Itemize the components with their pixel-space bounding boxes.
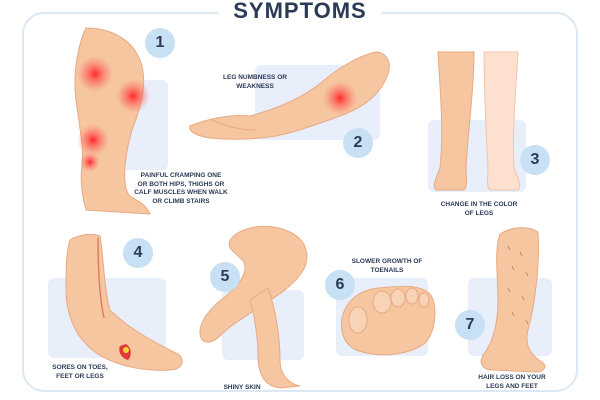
pain-point-knee xyxy=(77,124,109,156)
symptom-number-6: 6 xyxy=(325,270,355,300)
leg-numbness-icon xyxy=(189,51,390,140)
shiny-skin-legs-icon xyxy=(199,226,308,389)
toenails-icon xyxy=(341,285,436,356)
page-title: SYMPTOMS xyxy=(0,0,600,24)
pain-point-thigh xyxy=(116,79,150,113)
symptom-number-4: 4 xyxy=(123,238,153,268)
caption-symptom-2: LEG NUMBNESS OR WEAKNESS xyxy=(223,74,287,90)
caption-symptom-4: SORES ON TOES, FEET OR LEGS xyxy=(52,364,108,380)
symptom-number-3: 3 xyxy=(520,145,550,175)
leg-hair xyxy=(507,245,529,325)
caption-symptom-6: SLOWER GROWTH OF TOENAILS xyxy=(351,258,423,274)
symptom-number-7: 7 xyxy=(455,310,485,340)
pain-point-calf xyxy=(80,152,100,172)
caption-symptom-5: SHINY SKIN xyxy=(223,384,261,391)
pain-point-hip xyxy=(77,56,113,92)
caption-symptom-1: PAINFUL CRAMPING ONE OR BOTH HIPS, THIGH… xyxy=(134,172,228,205)
foot-sore-icon xyxy=(65,233,183,371)
symptom-number-1: 1 xyxy=(145,28,175,58)
leg-pain-points-icon xyxy=(74,27,151,215)
legs-color-change-icon xyxy=(433,51,521,191)
numbness-spot xyxy=(323,81,357,115)
hairy-leg-icon xyxy=(480,227,546,373)
caption-symptom-7: HAIR LOSS ON YOUR LEGS AND FEET xyxy=(478,374,546,390)
symptom-number-2: 2 xyxy=(343,128,373,158)
symptom-number-5: 5 xyxy=(210,262,240,292)
caption-symptom-3: CHANGE IN THE COLOR OF LEGS xyxy=(440,201,518,217)
